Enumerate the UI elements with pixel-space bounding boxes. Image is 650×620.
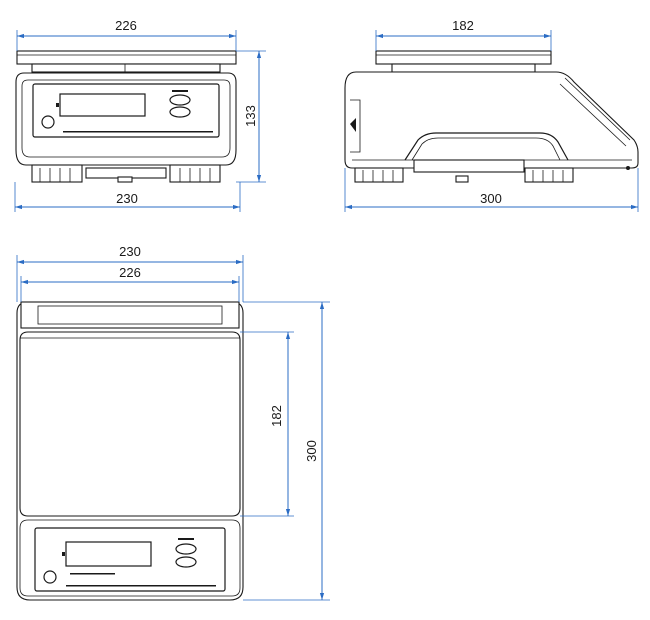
side-width-182-label: 182 [452,18,474,33]
top-width-226-label: 226 [119,265,141,280]
side-handle-recess [404,132,569,161]
side-platform [375,50,552,65]
top-display-panel [34,527,226,592]
top-power-button [43,570,57,584]
top-depth-182-label: 182 [269,405,284,427]
top-lcd [65,541,152,567]
front-platform [16,50,237,65]
front-tare-button [169,94,191,106]
top-depth-300-label: 300 [304,440,319,462]
front-power-button [41,115,55,129]
front-view: 226 133 230 [14,18,266,212]
front-feet [31,164,221,183]
top-platform [19,331,241,517]
side-feet [354,166,630,183]
top-view: 230 226 182 300 [16,244,330,601]
front-width-230-label: 230 [116,191,138,206]
front-display-panel [32,83,220,138]
side-depth-300-label: 300 [480,191,502,206]
top-tare-button [175,543,197,555]
top-zero-button [175,556,197,568]
front-height-133-label: 133 [243,105,258,127]
side-view: 182 300 [344,18,639,212]
front-width-226-label: 226 [115,18,137,33]
front-lcd [59,93,146,117]
front-zero-button [169,106,191,118]
top-width-230-label: 230 [119,244,141,259]
side-body [344,71,639,169]
front-body [15,72,237,166]
